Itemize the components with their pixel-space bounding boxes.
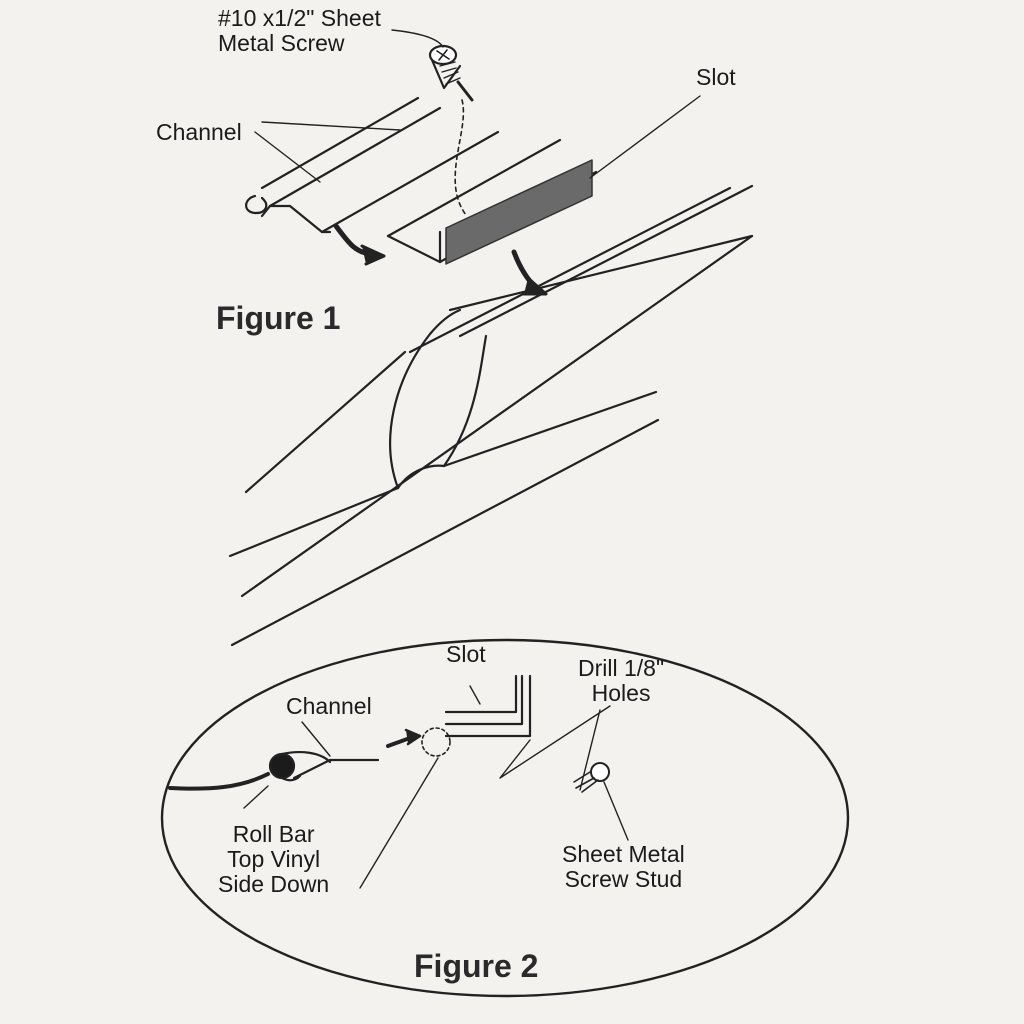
- screw-icon: [428, 44, 474, 102]
- screw-label: #10 x1/2" Sheet Metal Screw: [218, 5, 381, 56]
- screw-stud-label: Sheet Metal Screw Stud: [562, 841, 685, 892]
- leader-line: [579, 709, 601, 791]
- screw-path-line: [454, 99, 467, 216]
- leader-line: [254, 131, 321, 183]
- channel-cross-section: [168, 751, 380, 791]
- leader-line: [301, 721, 331, 757]
- leader-line: [243, 785, 269, 809]
- channel-strip: [245, 96, 500, 234]
- drill-holes-label: Drill 1/8" Holes: [578, 655, 665, 706]
- channel-label: Channel: [156, 119, 242, 145]
- figure-2-title: Figure 2: [414, 948, 539, 984]
- arrow-icon: [386, 728, 422, 748]
- arrow-icon: [333, 223, 386, 266]
- leader-line: [499, 705, 611, 779]
- slot-label: Slot: [446, 641, 486, 667]
- channel-label: Channel: [286, 693, 372, 719]
- figure-1-title: Figure 1: [216, 300, 341, 336]
- leader-line: [589, 95, 701, 179]
- roll-bar-label: Roll Bar Top Vinyl Side Down: [218, 821, 330, 897]
- screw-stud-icon: [573, 762, 610, 793]
- slot-strip: [445, 159, 593, 265]
- roll-bar-body: [228, 184, 754, 647]
- leader-line: [469, 685, 481, 705]
- slot-cross-section: [421, 674, 532, 757]
- leader-line: [391, 29, 444, 48]
- leader-line: [359, 757, 439, 889]
- leader-line: [261, 121, 401, 131]
- leader-line: [603, 781, 629, 841]
- slot-label: Slot: [696, 64, 736, 90]
- detail-ellipse: [160, 638, 850, 998]
